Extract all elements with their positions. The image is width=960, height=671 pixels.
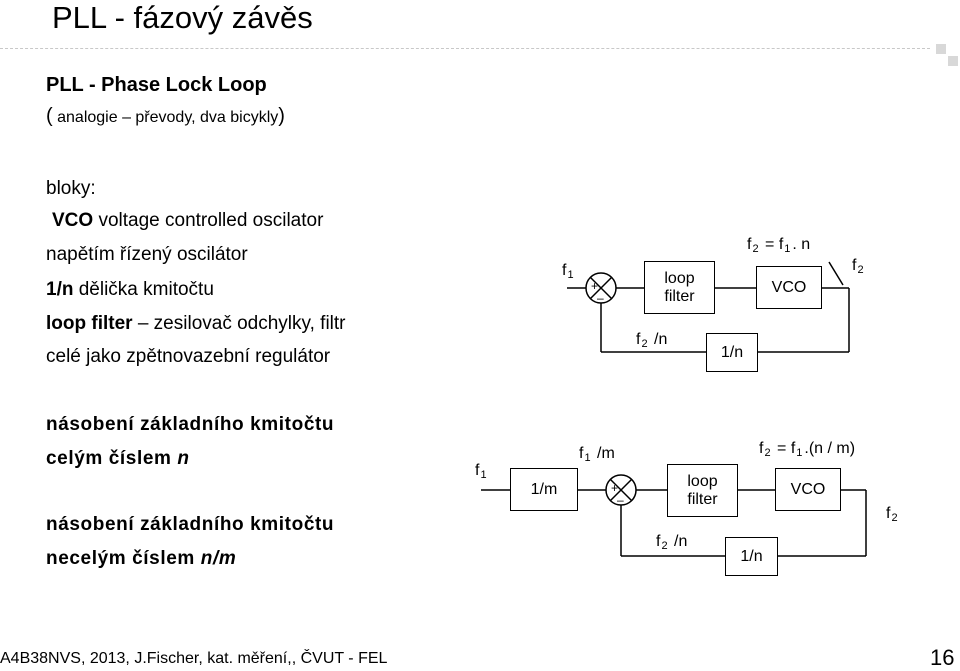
mult-frac-line2: necelým číslem n/m [46,548,236,570]
d1-minus-sign: – [597,291,604,305]
d2-equation: f2 = f1.(n / m) [759,440,856,459]
loop-filter-desc: – zesilovač odchylky, filtr [132,313,346,334]
d2-vco-box: VCO [775,468,841,511]
d1-divider-label: 1/n [720,343,744,361]
d1-label-f1: f1 [562,262,574,281]
d1-junction-cross-b [589,276,613,300]
whole-description: celé jako zpětnovazební regulátor [46,346,331,367]
d1-vco-box: VCO [756,266,822,309]
blocks-heading: bloky: [46,178,96,199]
d2-label-f1m: f1 /m [579,445,615,464]
analogy-paren-close: ) [278,105,285,127]
vco-definition: VCO voltage controlled oscilator [52,210,323,232]
vco-key: VCO [52,210,94,231]
d2-loop-filter-label1: loop [687,472,718,490]
analogy-paren-open: ( [46,105,53,127]
vco-czech: napětím řízený oscilátor [46,244,248,265]
decor-square [948,56,958,66]
d2-junction-cross-b [609,478,633,502]
d2-label-f2: f2 [886,505,898,524]
loop-filter-key: loop filter [46,313,133,334]
d2-pre-divider-label: 1/m [530,480,558,498]
divider-key: 1/n [46,279,74,300]
d2-minus-sign: – [617,493,624,507]
d2-label-f1: f1 [475,462,487,481]
analogy-text: analogie – převody, dva bicykly [52,109,279,126]
d1-loop-filter-label1: loop [664,269,695,287]
d1-equation: f2 = f1. n [747,236,811,255]
title-divider [0,48,930,49]
mult-frac-var: n/m [200,548,237,569]
mult-frac-line1: násobení základního kmitočtu [46,514,335,535]
mult-int-text: celým číslem [46,448,178,469]
divider-definition: 1/n dělička kmitočtu [46,279,214,301]
mult-int-line2: celým číslem n [46,448,190,470]
loop-filter-definition: loop filter – zesilovač odchylky, filtr [46,313,346,335]
tick-mark: ` [14,0,20,11]
mult-frac-text: necelým číslem [46,548,201,569]
d1-label-f2: f2 [852,257,864,276]
d2-pre-divider-box: 1/m [510,468,578,511]
divider-desc: dělička kmitočtu [73,279,214,300]
d2-label-f2n: f2 /n [656,533,688,552]
page-number: 16 [930,645,955,670]
slide-title: PLL - fázový závěs [52,0,313,35]
d1-loop-filter-label2: filter [664,287,695,305]
d2-plus-sign: + [611,481,619,495]
d1-label-f2n: f2 /n [636,331,668,350]
d1-output-pointer [828,261,844,286]
d1-divider-box: 1/n [706,333,758,372]
d2-divider-label: 1/n [740,547,763,565]
analogy-line: ( analogie – převody, dva bicykly) [46,105,285,128]
d2-vco-label: VCO [790,480,826,498]
vco-desc: voltage controlled oscilator [93,210,324,231]
d2-divider-box: 1/n [725,537,778,576]
mult-int-var: n [177,448,190,469]
d1-vco-label: VCO [771,278,807,296]
d1-plus-sign: + [591,279,599,293]
subtitle: PLL - Phase Lock Loop [46,74,267,96]
decor-square [936,44,946,54]
d2-loop-filter-label2: filter [687,490,718,508]
mult-int-line1: násobení základního kmitočtu [46,414,335,435]
footer-text: A4B38NVS, 2013, J.Fischer, kat. měření,,… [0,650,388,667]
